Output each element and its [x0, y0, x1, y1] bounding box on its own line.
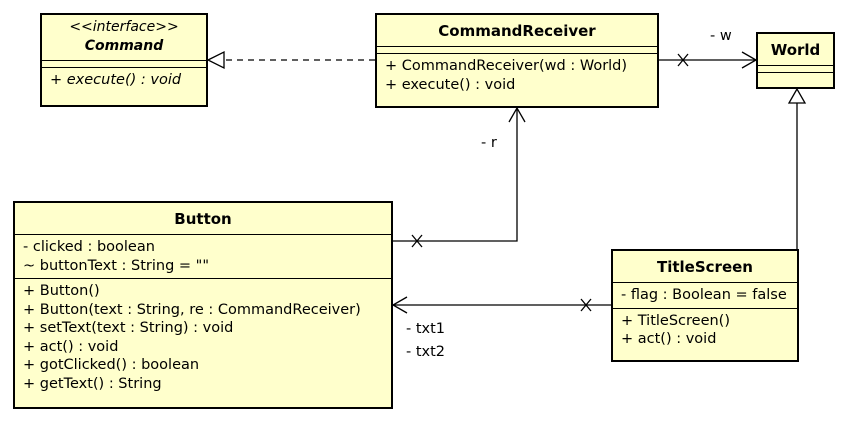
class-world-operations: [758, 72, 833, 79]
class-command-stereotype: <<interface>>: [69, 19, 179, 35]
class-button[interactable]: Button - clicked : boolean ~ buttonText …: [13, 201, 393, 409]
class-command-receiver-name: CommandReceiver: [377, 15, 657, 47]
realization-arrowhead: [206, 50, 225, 70]
class-command[interactable]: <<interface>> Command + execute() : void: [40, 13, 208, 107]
operation: + act() : void: [621, 331, 717, 347]
class-world[interactable]: World: [756, 32, 835, 89]
operation: + execute() : void: [385, 76, 516, 93]
role-label-w: - w: [710, 28, 732, 44]
generalization-arrowhead: [787, 87, 807, 104]
class-button-name: Button: [15, 203, 391, 235]
association-w-cross-b: [677, 53, 689, 67]
class-command-operations: + execute() : void: [42, 67, 206, 93]
class-title-screen-name: TitleScreen: [613, 251, 797, 283]
class-command-name: Command: [84, 38, 164, 54]
class-command-receiver-operations: + CommandReceiver(wd : World) + execute(…: [377, 53, 657, 97]
operation: + act() : void: [23, 338, 119, 355]
operation: + Button(): [23, 283, 100, 299]
operation: + CommandReceiver(wd : World): [385, 58, 628, 74]
association-r-line: [393, 108, 518, 242]
attribute: - flag : Boolean = false: [621, 287, 787, 303]
operation: + TitleScreen(): [621, 312, 730, 329]
class-title-screen-operations: + TitleScreen() + act() : void: [613, 307, 797, 352]
class-command-receiver[interactable]: CommandReceiver + CommandReceiver(wd : W…: [375, 13, 659, 108]
role-label-txt2: - txt2: [406, 344, 446, 360]
role-label-r: - r: [481, 135, 497, 151]
operation: + gotClicked() : boolean: [23, 357, 200, 373]
attribute: - clicked : boolean: [23, 239, 155, 255]
class-world-name: World: [758, 34, 833, 66]
class-title-screen[interactable]: TitleScreen - flag : Boolean = false + T…: [611, 249, 799, 362]
role-label-txt1: - txt1: [406, 321, 446, 337]
class-title-screen-attributes: - flag : Boolean = false: [613, 283, 797, 308]
attribute: ~ buttonText : String = "": [23, 257, 209, 274]
class-button-operations: + Button() + Button(text : String, re : …: [15, 278, 391, 396]
class-command-header: <<interface>> Command: [42, 15, 206, 61]
association-txt-arrowhead: [391, 296, 408, 314]
association-r-arrowhead: [508, 106, 526, 123]
operation: + getText() : String: [23, 375, 162, 392]
association-txt-cross-b: [580, 298, 592, 312]
association-r-cross-b: [411, 234, 423, 248]
operation: + setText(text : String) : void: [23, 320, 234, 336]
class-button-attributes: - clicked : boolean ~ buttonText : Strin…: [15, 235, 391, 278]
operation: + Button(text : String, re : CommandRece…: [23, 301, 361, 318]
operation: + execute() : void: [50, 72, 182, 88]
